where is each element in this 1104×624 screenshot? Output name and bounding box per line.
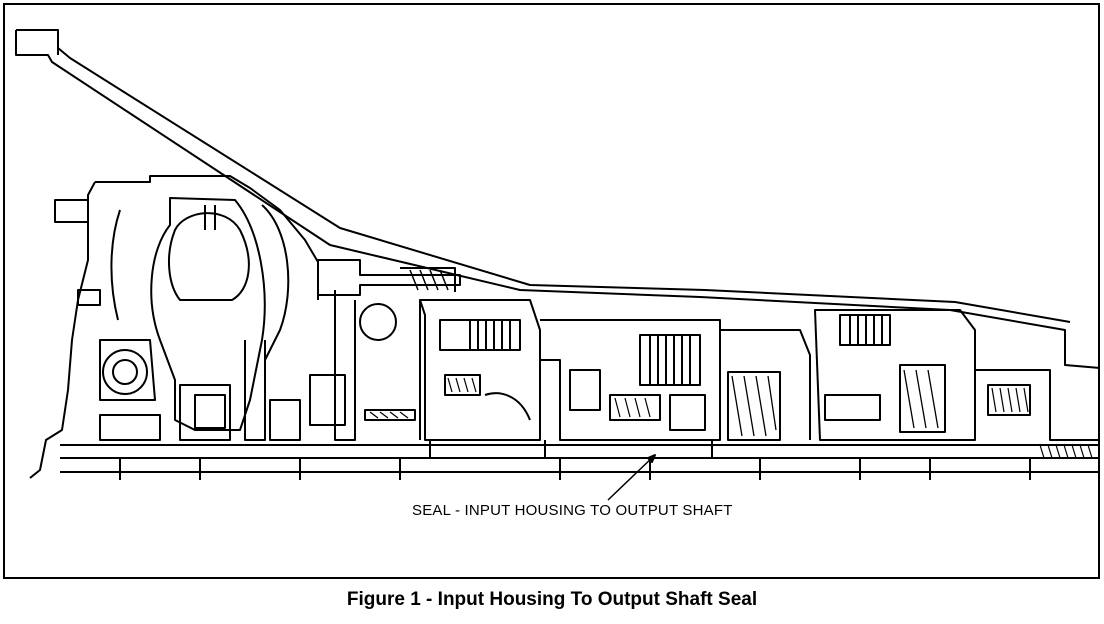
output-shaft bbox=[60, 444, 1100, 459]
planetary-gear-2 bbox=[899, 364, 946, 433]
rear-drum bbox=[814, 309, 976, 441]
converter-housing bbox=[150, 197, 266, 431]
upper-bolt bbox=[317, 259, 461, 296]
input-drum bbox=[419, 299, 541, 441]
transmission-cross-section bbox=[15, 29, 1101, 501]
top-left-tab bbox=[16, 29, 59, 55]
figure-caption: Figure 1 - Input Housing To Output Shaft… bbox=[346, 589, 758, 610]
seal-callout-label: SEAL - INPUT HOUSING TO OUTPUT SHAFT bbox=[412, 502, 733, 519]
middle-drum bbox=[540, 319, 721, 441]
transmission-case-outline bbox=[15, 30, 1101, 369]
planetary-gear-1 bbox=[727, 371, 781, 441]
callout-leader-line bbox=[607, 454, 656, 501]
bell-housing bbox=[29, 175, 319, 479]
